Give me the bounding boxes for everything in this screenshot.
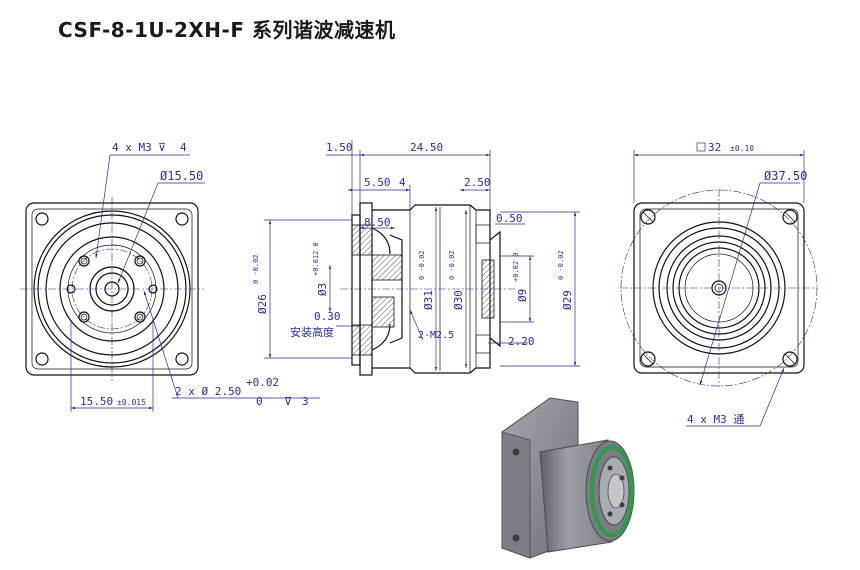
- rear-square-tol: ±0.10: [730, 144, 754, 153]
- front-view: 4 x M3 ⊽ 4 Ø15.50 15.50 ±0.015 2 x Ø 2.5…: [20, 141, 320, 412]
- front-pin-holes: 2 x Ø 2.50: [175, 385, 241, 398]
- side-dim-0-50: 0.50: [496, 212, 523, 225]
- side-dia-30-tol: 0 -0.02: [448, 250, 456, 280]
- side-dia-26-tol: 0 -0.02: [252, 254, 260, 284]
- front-tap-depth: 4: [180, 141, 187, 154]
- gearbox-3d-render: [501, 397, 635, 559]
- front-pcd-tol: ±0.015: [117, 398, 146, 407]
- front-pin-depth-symbol: ⊽: [284, 395, 292, 408]
- side-dia-31-tol: 0 -0.02: [418, 250, 426, 280]
- side-dia-3: Ø3: [316, 283, 329, 296]
- side-dia-9-tol: +0.02 0: [512, 252, 520, 282]
- front-depth-symbol: ⊽: [158, 141, 166, 154]
- side-2-m2-5: 2-M2.5: [418, 330, 454, 341]
- front-tap-holes-label: 4 x M3: [112, 141, 152, 154]
- side-view: 1.50 24.50 5.50 4 2.50 8.50 0.50 0.30 安装…: [252, 140, 580, 376]
- side-dim-0-30: 0.30: [314, 310, 341, 323]
- side-dim-2-20: 2.20: [508, 335, 535, 348]
- front-pin-tol-upper: +0.02: [246, 376, 279, 389]
- front-pin-depth: 3: [302, 395, 309, 408]
- front-pcd-dim: 15.50: [80, 395, 113, 408]
- side-dim-24-50: 24.50: [410, 141, 443, 154]
- side-dim-1-50: 1.50: [326, 141, 353, 154]
- side-dia-26: Ø26: [256, 294, 269, 314]
- side-dim-8-50: 8.50: [364, 216, 391, 229]
- side-dia-30: Ø30: [452, 290, 465, 310]
- page-title: CSF-8-1U-2XH-F 系列谐波减速机: [58, 18, 396, 42]
- seal-ring: [590, 445, 634, 537]
- side-dia-3-tol: +0.012 0: [312, 242, 320, 276]
- front-tap-holes: [66, 255, 158, 323]
- front-pin-tol-lower: 0: [256, 395, 263, 408]
- rear-square-dim: 32: [708, 141, 721, 154]
- rear-pcd-label: Ø37.50: [764, 169, 807, 183]
- side-dia-29-tol: 0 -0.02: [557, 250, 565, 280]
- side-dia-31: Ø31: [422, 290, 435, 310]
- side-dim-5-50: 5.50: [364, 176, 391, 189]
- front-pcd-label: Ø15.50: [160, 169, 203, 183]
- side-dim-4: 4: [399, 176, 406, 189]
- side-dia-9: Ø9: [516, 289, 529, 302]
- side-dim-2-50: 2.50: [464, 176, 491, 189]
- rear-holes-label: 4 x M3 通: [687, 413, 744, 426]
- side-install-height: 安装高度: [290, 325, 334, 339]
- rear-corner-holes: [640, 209, 798, 367]
- rear-view: 32 ±0.10 Ø37.50 4 x M3 通: [620, 141, 818, 427]
- side-dia-29: Ø29: [561, 290, 574, 310]
